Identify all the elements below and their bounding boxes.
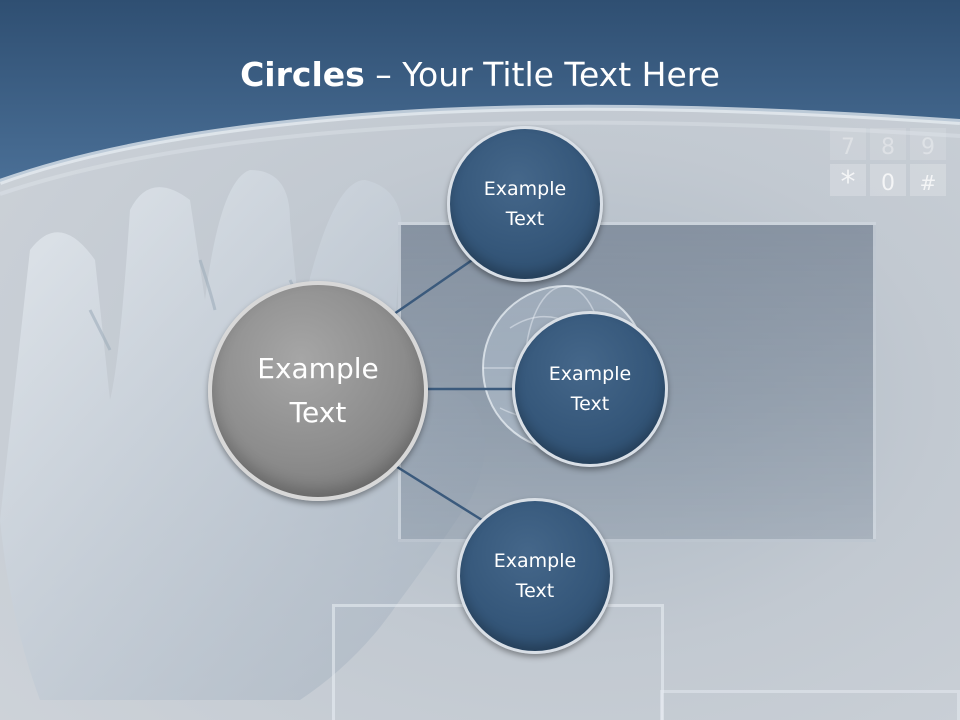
node-2-line2: Text	[570, 393, 610, 415]
keypad-key: 0	[881, 171, 895, 196]
center-circle-line1: Example	[257, 352, 379, 385]
node-1-line1: Example	[483, 178, 567, 200]
keypad-key: *	[841, 165, 856, 198]
node-3-line1: Example	[493, 550, 577, 572]
keypad-icon: 7 8 9 * 0 #	[830, 128, 946, 198]
header-band	[0, 0, 960, 196]
center-circle: Example Text	[208, 281, 428, 501]
title-bold: Circles	[240, 55, 365, 94]
decorative-frame	[660, 690, 960, 720]
node-circle-3: Example Text	[457, 498, 613, 654]
node-circle-1: Example Text	[447, 126, 603, 282]
connector-line	[393, 254, 479, 316]
center-circle-line2: Text	[289, 396, 347, 429]
keypad-key: 7	[841, 135, 855, 160]
node-1-line2: Text	[505, 208, 545, 230]
node-circle-2: Example Text	[512, 311, 668, 467]
node-2-line1: Example	[548, 363, 632, 385]
slide-title: Circles – Your Title Text Here	[0, 50, 960, 100]
title-rest: – Your Title Text Here	[364, 55, 720, 94]
keypad-key: 9	[921, 135, 935, 160]
node-3-line2: Text	[515, 580, 555, 602]
keypad-key: 8	[881, 135, 895, 160]
connector-line	[393, 463, 483, 522]
keypad-key: #	[920, 171, 937, 195]
